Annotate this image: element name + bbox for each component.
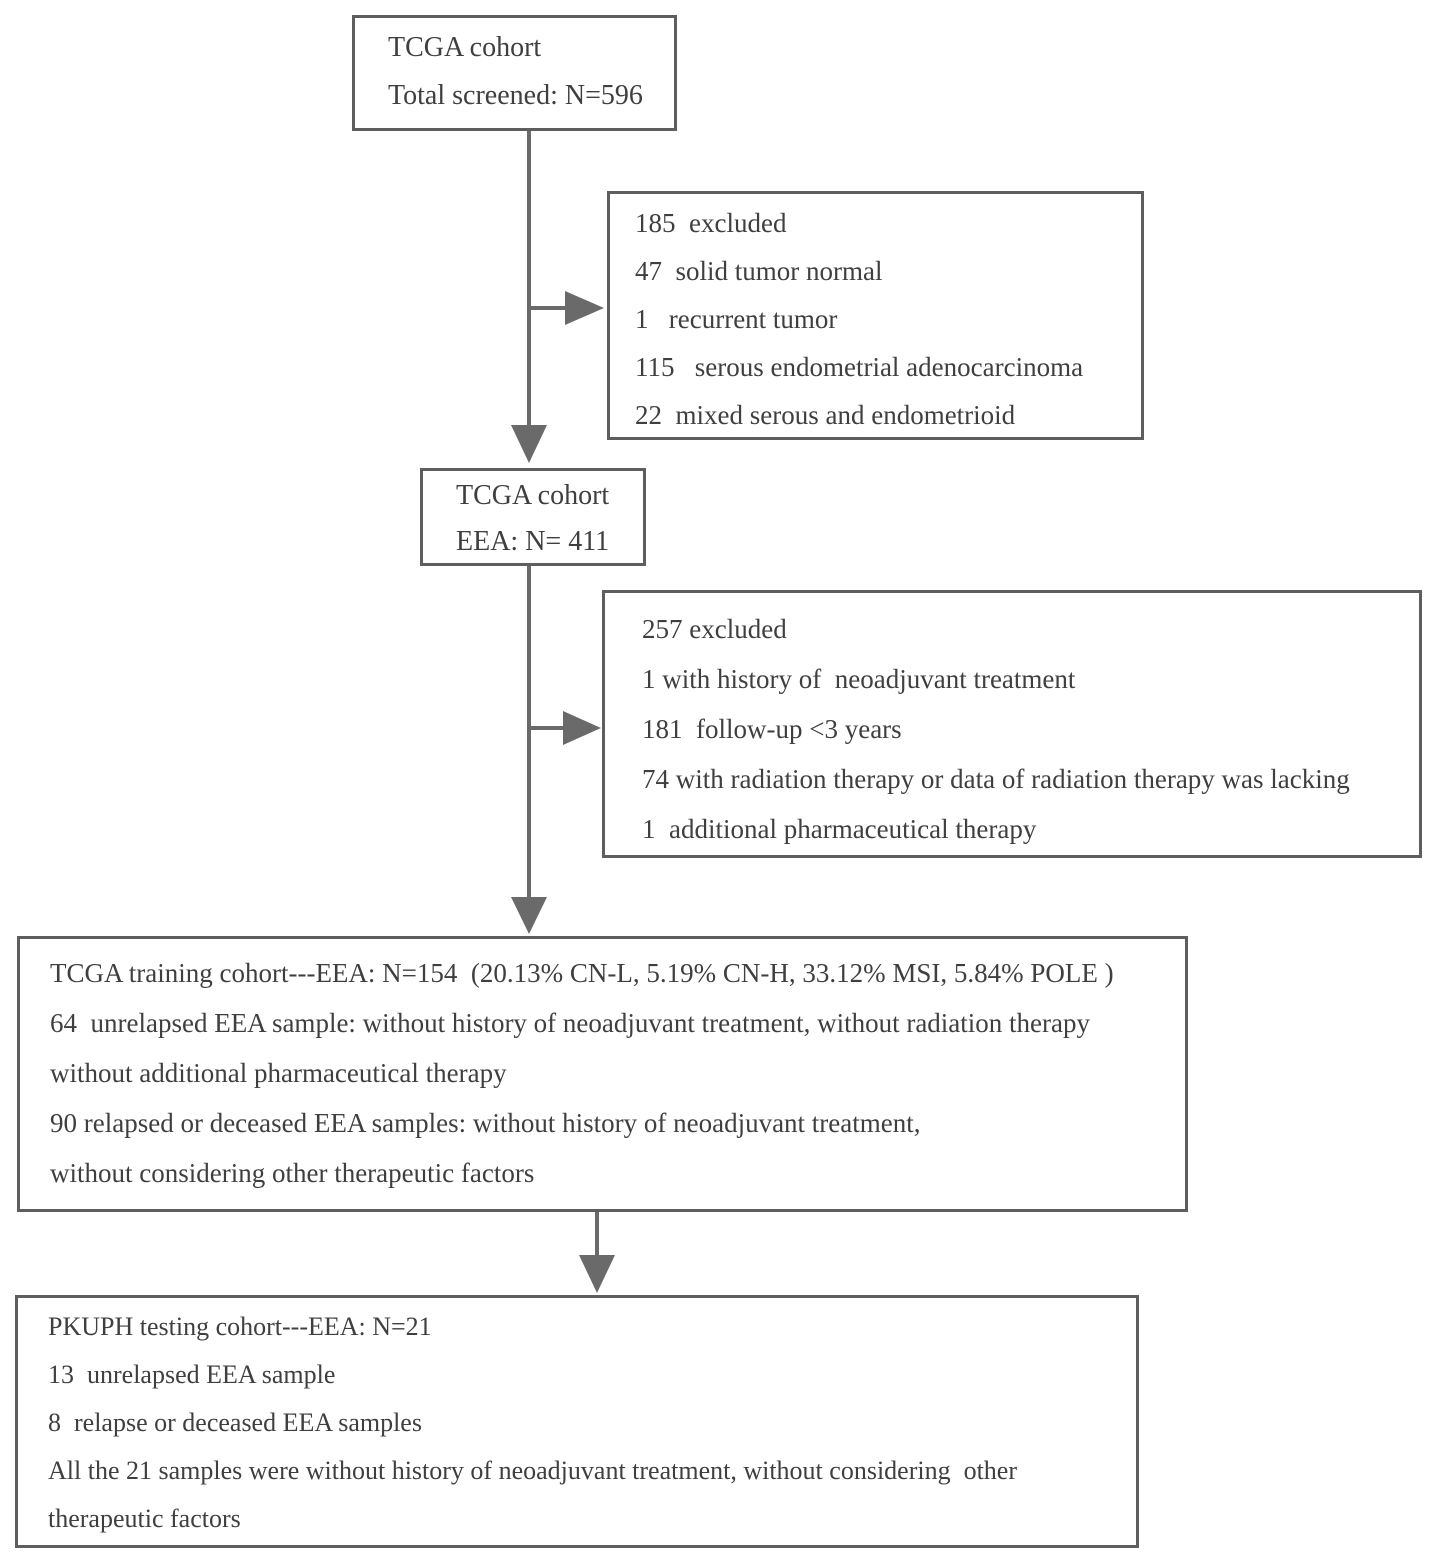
box-pkuph-testing-cohort: PKUPH testing cohort---EEA: N=21 13 unre… <box>15 1295 1139 1548</box>
box-line: 47 solid tumor normal <box>635 256 883 286</box>
box-line: TCGA cohort <box>456 480 610 511</box>
box-tcga-cohort-screened: TCGA cohort Total screened: N=596 <box>352 15 677 131</box>
box-line: without additional pharmaceutical therap… <box>50 1058 507 1088</box>
box-line: 13 unrelapsed EEA sample <box>48 1360 336 1389</box>
box-line: 115 serous endometrial adenocarcinoma <box>635 352 1084 382</box>
arrow-eea-to-training <box>511 565 547 934</box>
arrow-branch-excluded-2 <box>529 711 601 745</box>
box-line: 8 relapse or deceased EEA samples <box>48 1408 422 1437</box>
box-line: 185 excluded <box>635 208 787 238</box>
box-line: 1 with history of neoadjuvant treatment <box>642 664 1076 694</box>
box-line: 90 relapsed or deceased EEA samples: wit… <box>50 1108 921 1138</box>
box-line: TCGA cohort <box>388 32 542 63</box>
box-line: 257 excluded <box>642 614 787 644</box>
arrow-screened-to-eea <box>511 128 547 463</box>
box-line: 181 follow-up <3 years <box>642 714 902 744</box>
box-line: 64 unrelapsed EEA sample: without histor… <box>50 1008 1091 1038</box>
box-line: PKUPH testing cohort---EEA: N=21 <box>48 1312 432 1341</box>
box-line: 74 with radiation therapy or data of rad… <box>642 764 1350 794</box>
box-tcga-cohort-eea: TCGA cohort EEA: N= 411 <box>420 468 646 566</box>
box-line: TCGA training cohort---EEA: N=154 (20.13… <box>50 958 1114 988</box>
box-line: without considering other therapeutic fa… <box>50 1158 535 1188</box>
box-line: 1 recurrent tumor <box>635 304 838 334</box>
box-line: Total screened: N=596 <box>388 80 643 111</box>
box-excluded-second: 257 excluded 1 with history of neoadjuva… <box>602 590 1422 858</box>
box-line: therapeutic factors <box>48 1504 241 1533</box>
arrow-branch-excluded-1 <box>529 291 604 325</box>
box-line: 22 mixed serous and endometrioid <box>635 400 1016 430</box>
arrow-training-to-testing <box>579 1211 615 1293</box>
box-line: All the 21 samples were without history … <box>48 1456 1018 1485</box>
box-line: EEA: N= 411 <box>456 526 610 557</box>
box-excluded-first: 185 excluded 47 solid tumor normal 1 rec… <box>607 191 1144 440</box>
box-tcga-training-cohort: TCGA training cohort---EEA: N=154 (20.13… <box>17 936 1188 1212</box>
box-line: 1 additional pharmaceutical therapy <box>642 814 1037 844</box>
